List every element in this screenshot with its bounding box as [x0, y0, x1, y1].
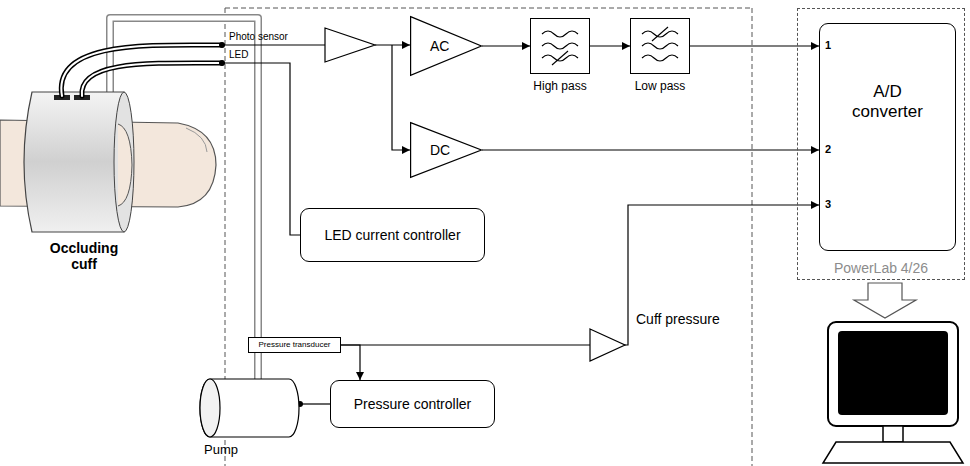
finger-in-cuff: [118, 124, 132, 206]
signal-connector: [482, 149, 819, 150]
ad-converter: A/D converter: [819, 23, 956, 251]
signal-connector: [341, 345, 360, 380]
wave-stroke: [542, 43, 578, 49]
node-text: High pass: [533, 79, 586, 93]
monitor-neck: [883, 426, 903, 442]
filter-slash: [552, 51, 568, 65]
filter-symbol: [531, 19, 589, 73]
signal-wire: [222, 44, 325, 45]
pump-end: [200, 379, 220, 437]
cuff-opening: [114, 92, 134, 232]
led-controller: LED current controller: [300, 208, 485, 262]
pressure-controller: Pressure controller: [330, 380, 495, 428]
keyboard-base: [823, 442, 963, 463]
signal-connector: [690, 45, 819, 46]
part-label: Occluding cuff: [36, 240, 132, 272]
amplifier-outline: [411, 123, 482, 178]
node-text: Pressure controller: [350, 396, 476, 413]
node-text: Pump: [204, 442, 238, 458]
ac-amplifier: AC: [410, 16, 482, 76]
wire-label: Photo sensor: [229, 31, 288, 43]
air-tube: [254, 353, 262, 380]
wave-stroke: [542, 31, 578, 37]
node-text: Pressure transducer: [254, 340, 334, 350]
air-tube: [256, 353, 261, 380]
signal-connector: [482, 45, 530, 46]
pressure-transducer: Pressure transducer: [248, 337, 341, 353]
signal-connector: [300, 403, 330, 404]
wave-stroke: [642, 43, 678, 49]
monitor-screen: [838, 331, 948, 415]
powerlab-unit: PowerLab 4/26 A/D converter: [797, 8, 965, 280]
node-text: LED current controller: [320, 227, 464, 244]
signal-connector: [590, 45, 630, 46]
node-text: AC: [430, 38, 449, 55]
node-text: DC: [430, 142, 450, 159]
edge-label: Cuff pressure: [636, 311, 720, 327]
amplifier-symbol: [325, 28, 375, 62]
pin-number: 2: [825, 143, 831, 156]
pump-body: [200, 379, 299, 437]
node-text: A/D converter: [838, 82, 938, 123]
dc-amplifier: DC: [410, 122, 482, 178]
monitor: [828, 322, 958, 426]
pin-number: 1: [825, 39, 831, 52]
filter-slash: [652, 27, 668, 41]
data-arrow: [854, 283, 916, 318]
filter-symbol: [631, 19, 689, 73]
pin-number: 3: [825, 198, 831, 211]
fingernail: [186, 128, 207, 152]
pump: Pump: [198, 378, 300, 438]
led-wire: [222, 63, 300, 235]
unit-outline: [225, 8, 752, 466]
amplifier-outline: [411, 17, 482, 76]
node-text: Low pass: [635, 79, 686, 93]
wave-stroke: [642, 55, 678, 61]
wire-label: LED: [229, 49, 248, 61]
sensor-cable: [61, 45, 222, 96]
high-pass-filter: High pass: [530, 18, 590, 74]
amplifier-symbol: [590, 329, 625, 361]
pump-cylinder: [198, 378, 300, 438]
node-text: PowerLab 4/26: [798, 260, 964, 277]
signal-wire: [392, 45, 410, 150]
low-pass-filter: Low pass: [630, 18, 690, 74]
